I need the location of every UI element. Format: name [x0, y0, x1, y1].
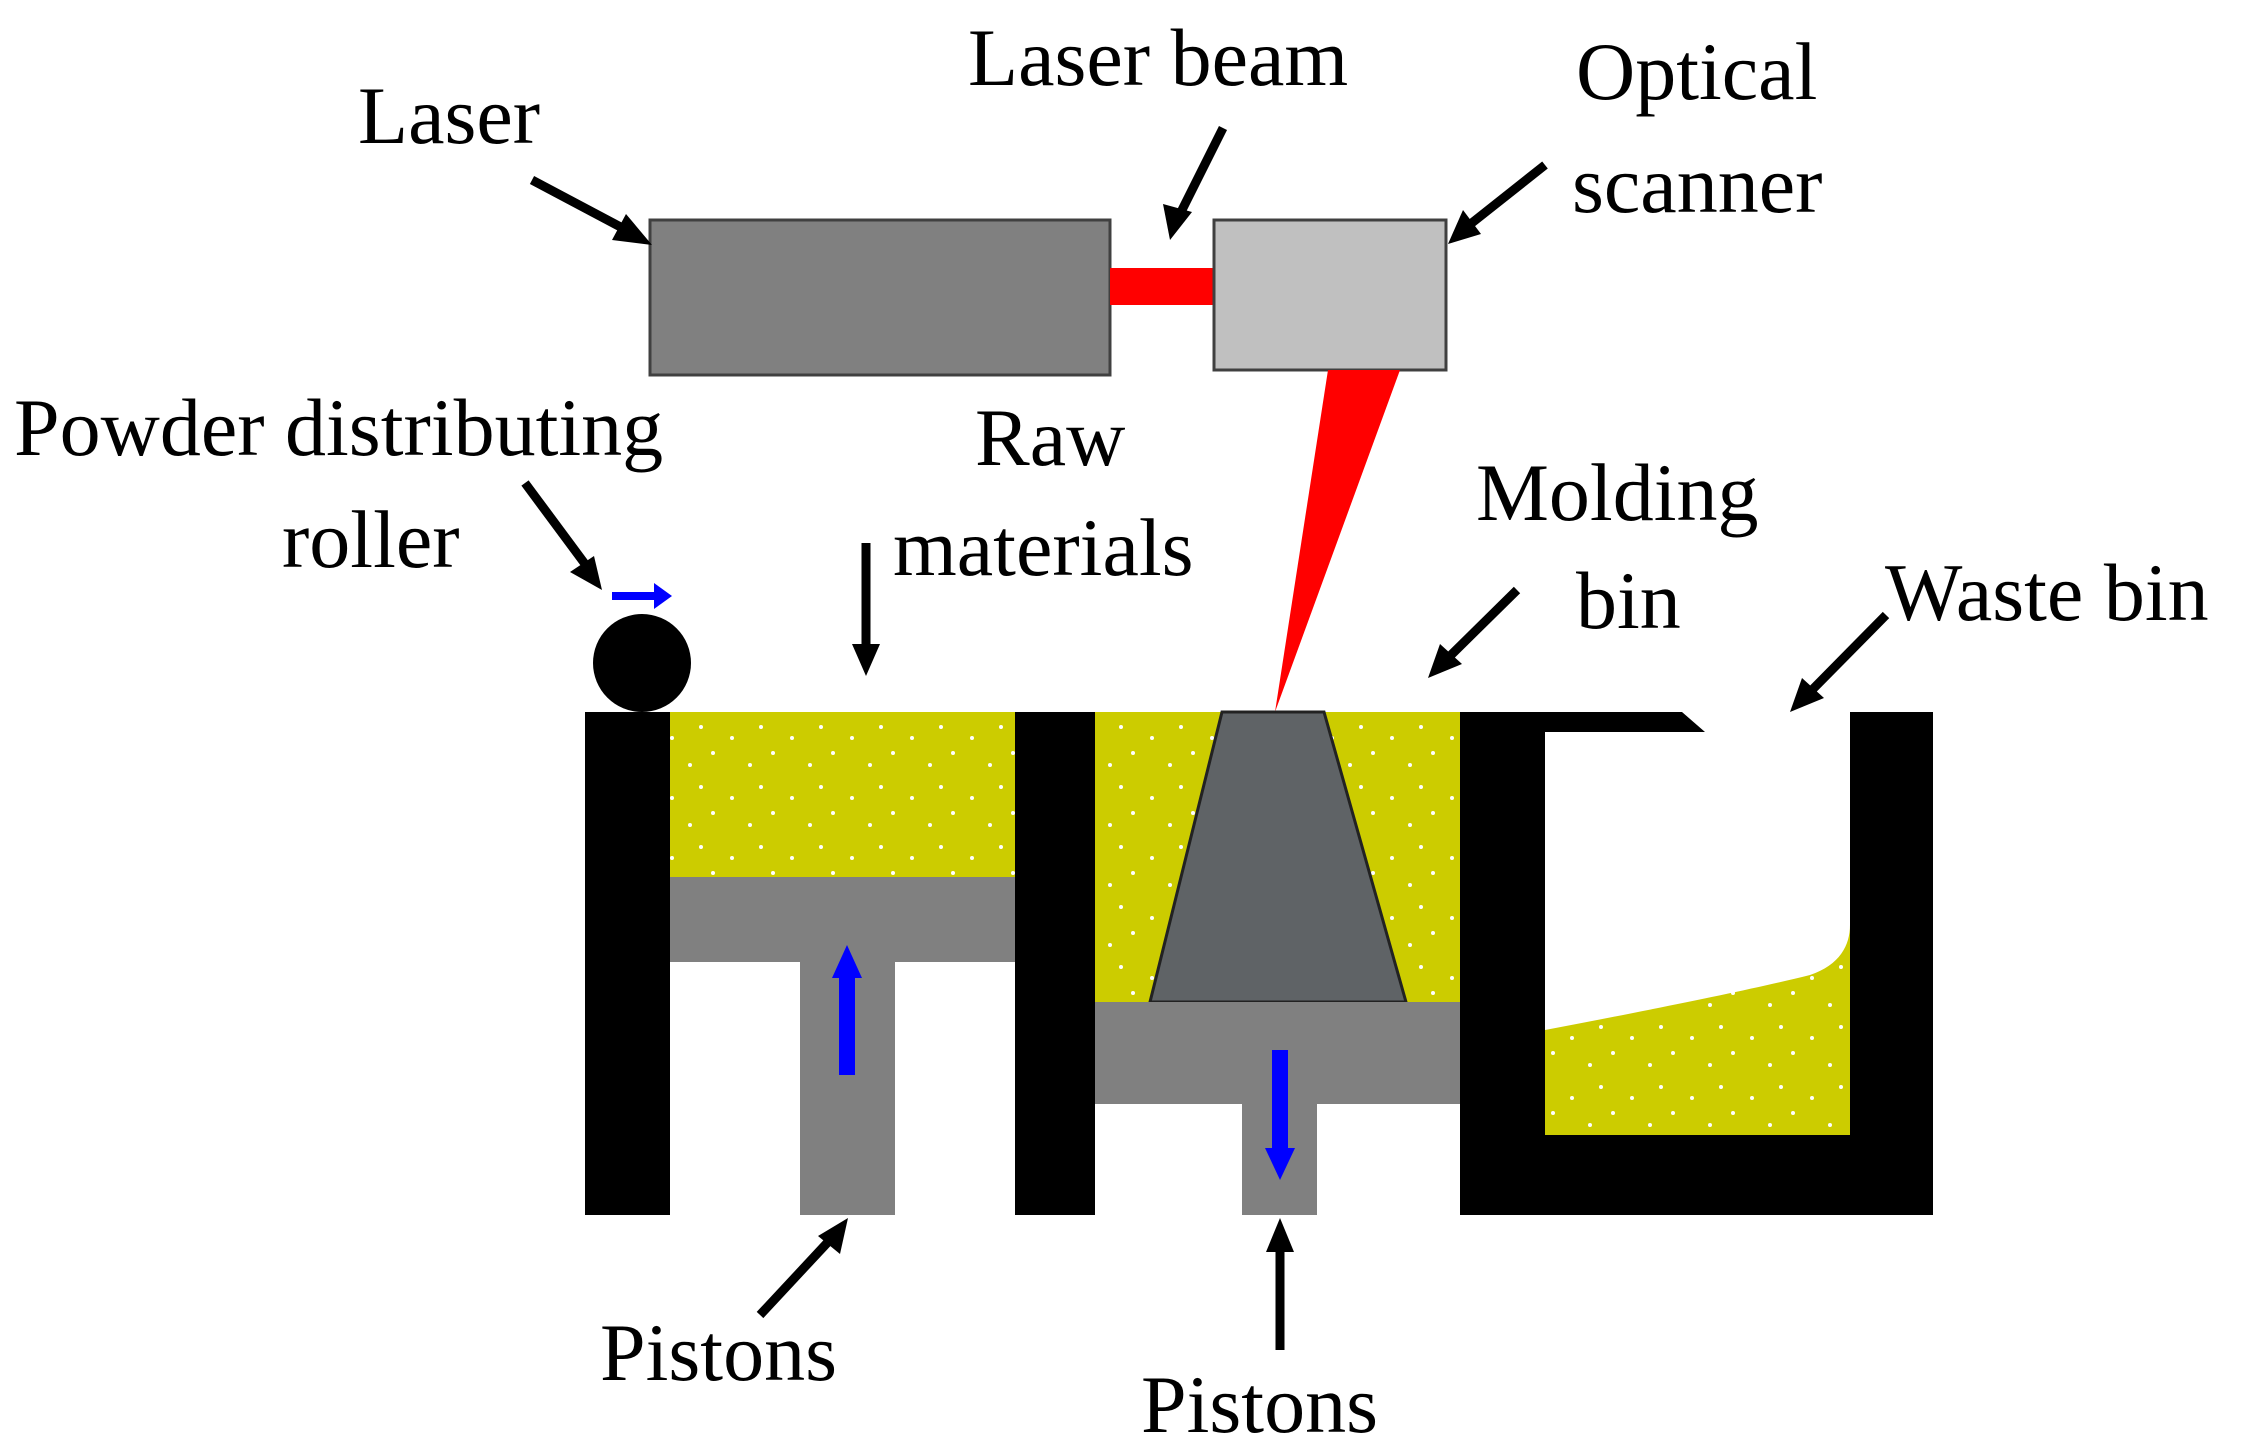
label-raw-materials-line2: materials [893, 502, 1194, 593]
label-raw-materials-line1: Raw [975, 392, 1125, 483]
molding-bin-arrow-icon [1428, 586, 1521, 678]
laser-body [648, 218, 1112, 377]
label-laser-beam: Laser beam [968, 12, 1348, 103]
label-pistons-right: Pistons [1141, 1359, 1378, 1450]
powder-distributing-roller [593, 614, 691, 712]
roller-arrow-icon [521, 480, 602, 590]
label-roller-line2: roller [282, 494, 460, 585]
optical-scanner-body [1212, 218, 1448, 372]
raw-materials-arrow-icon [852, 543, 880, 676]
optical-scanner-arrow-icon [1448, 161, 1548, 244]
left-piston-up-arrow-icon [832, 945, 862, 1075]
laser-arrow-icon [529, 176, 652, 245]
raw-materials-powder [670, 712, 1015, 877]
waste-bin-arrow-icon [1790, 611, 1890, 712]
left-wall [585, 712, 670, 1215]
label-roller-line1: Powder distributing [14, 382, 663, 473]
label-laser: Laser [358, 70, 540, 161]
label-optical-scanner-line2: scanner [1572, 139, 1822, 230]
right-pistons-arrow-icon [1266, 1218, 1294, 1350]
label-molding-bin-line2: bin [1576, 555, 1681, 646]
left-pistons-arrow-icon [756, 1218, 848, 1319]
label-molding-bin-line1: Molding [1476, 447, 1758, 538]
right-piston-down-arrow-icon [1265, 1050, 1295, 1180]
label-pistons-left: Pistons [600, 1307, 837, 1398]
laser-beam-horizontal [1110, 268, 1214, 305]
label-waste-bin: Waste bin [1885, 547, 2209, 638]
left-piston-plate [670, 877, 1015, 962]
middle-wall [1015, 712, 1095, 1215]
waste-bin-structure [1460, 712, 1933, 1215]
roller-direction-arrow-icon [612, 583, 672, 609]
label-optical-scanner-line1: Optical [1576, 26, 1817, 117]
waste-bin-powder [1545, 925, 1850, 1135]
laser-beam-focused [1275, 370, 1400, 712]
callout-arrows [521, 125, 1890, 1350]
laser-beam-arrow-icon [1163, 125, 1228, 240]
